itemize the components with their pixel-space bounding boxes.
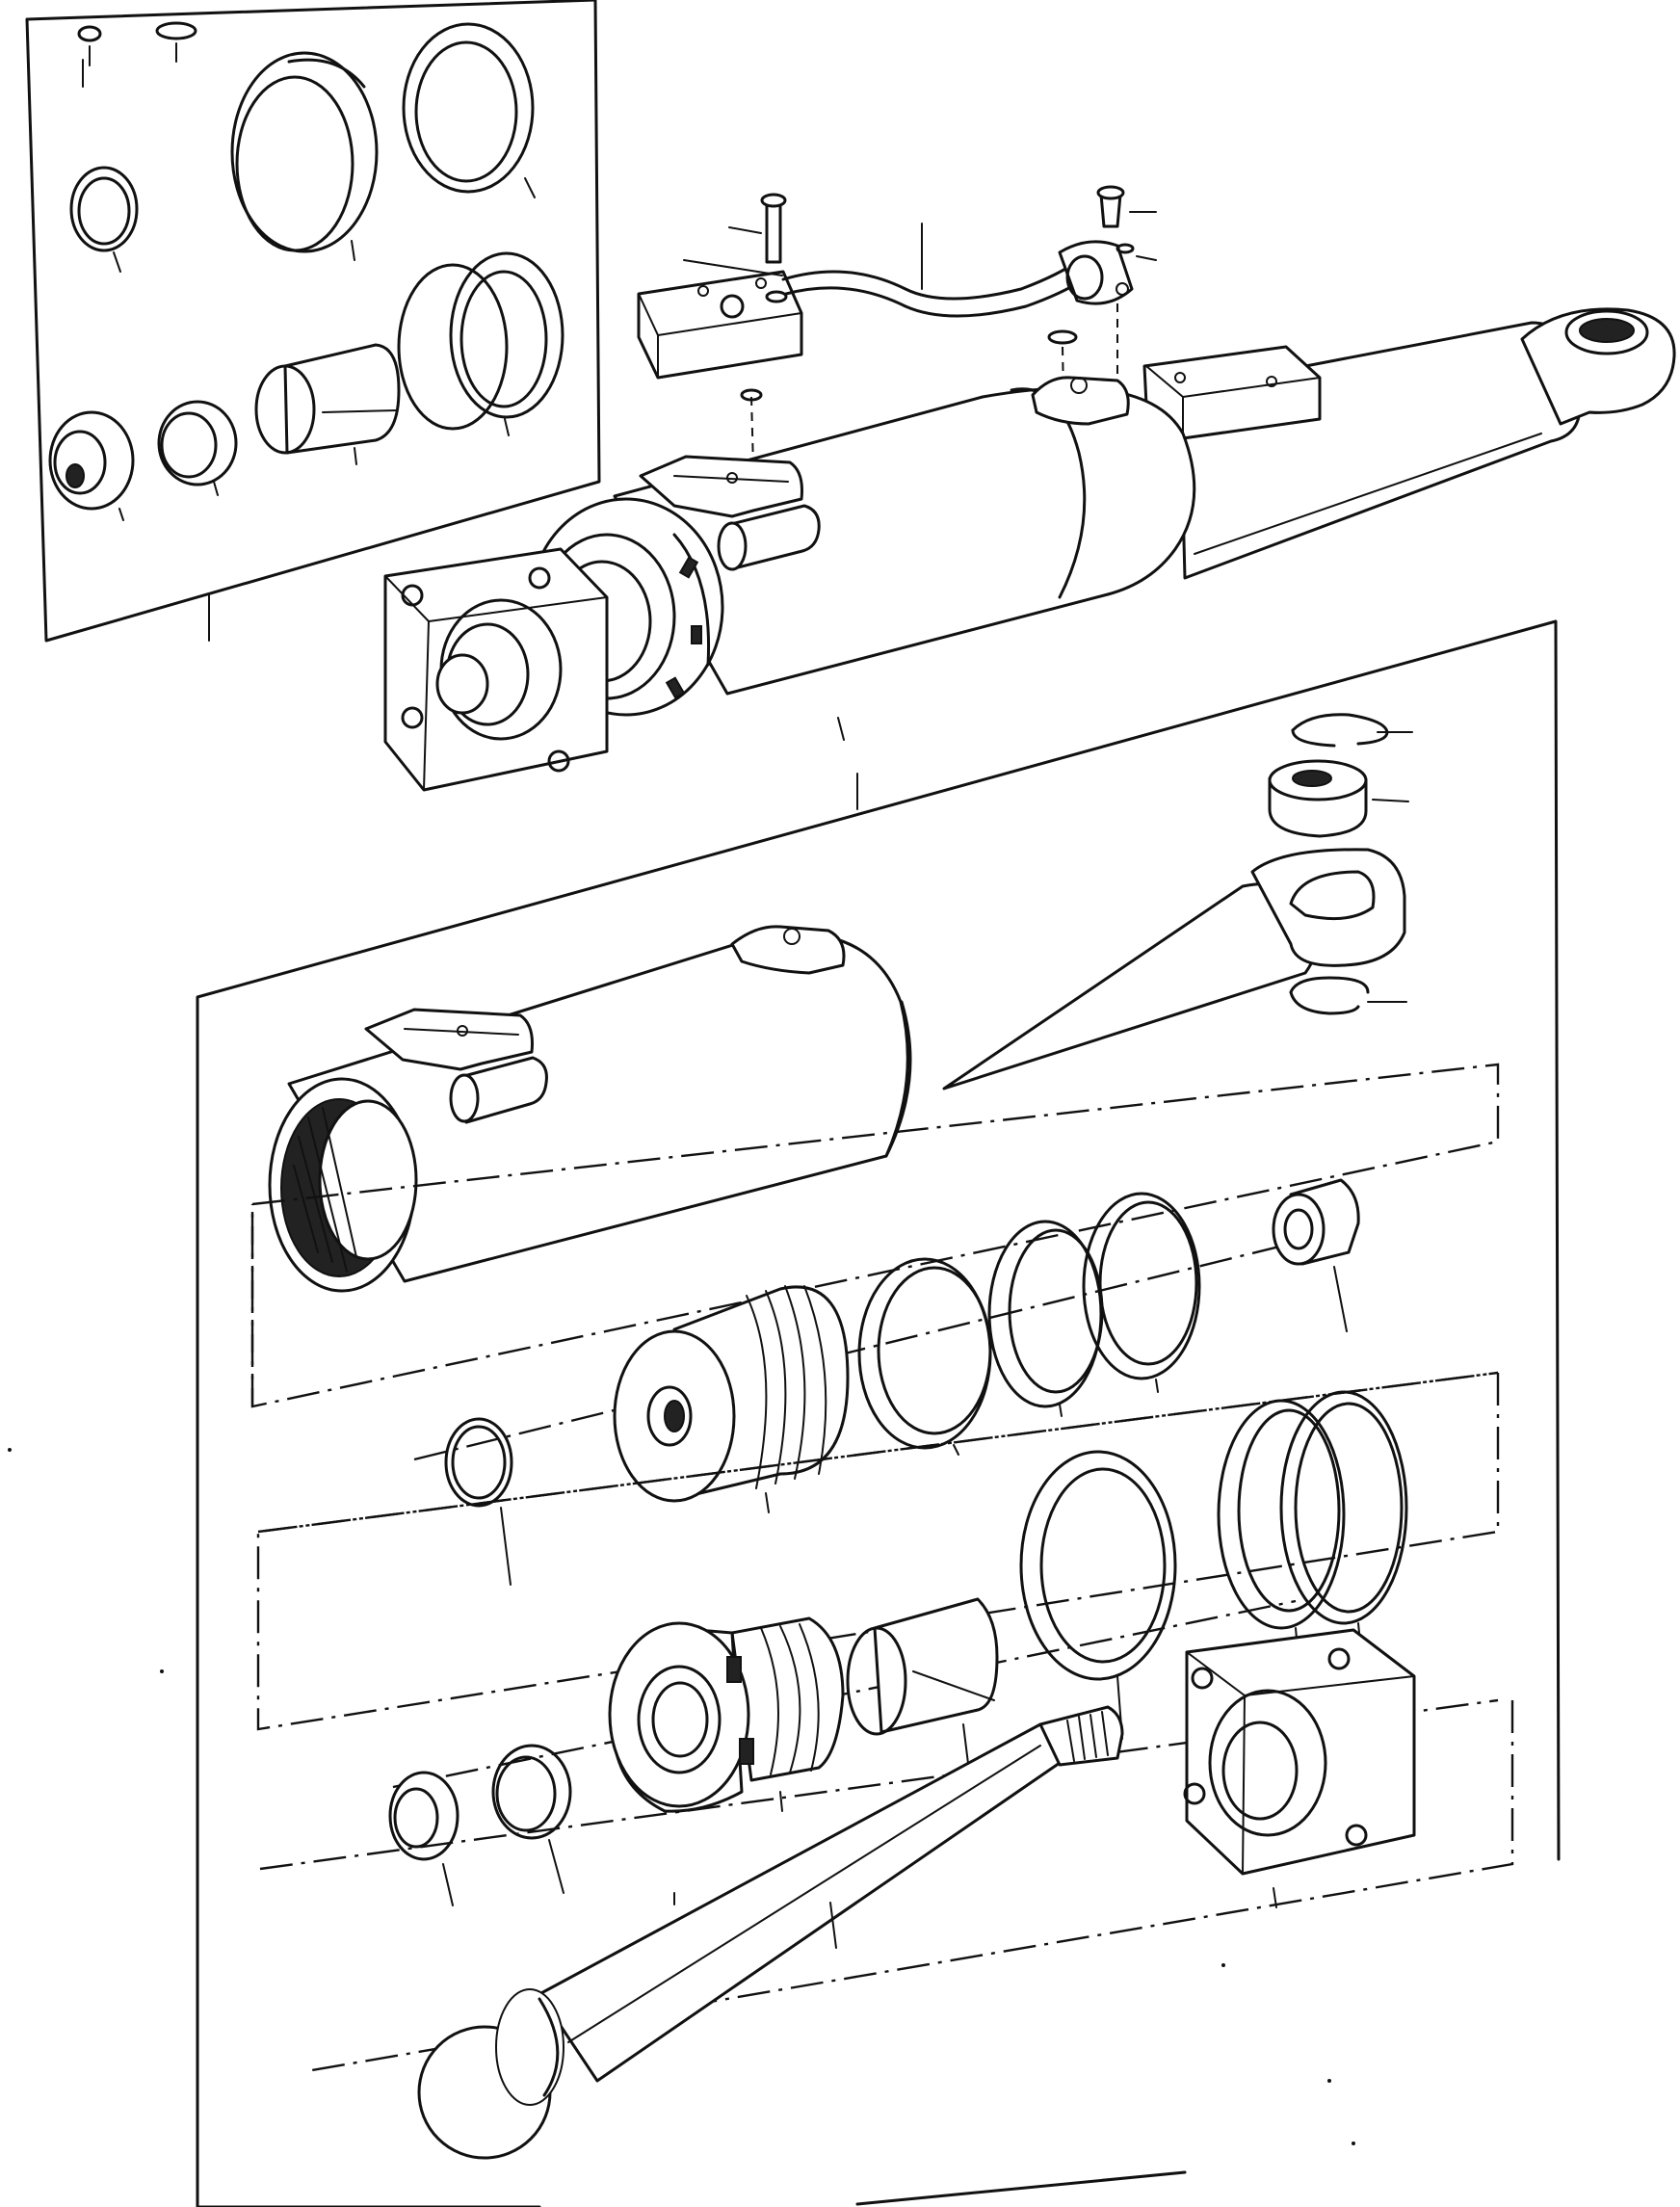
small-o-rings-pipe	[740, 243, 1157, 402]
pipe-clamp-right	[1058, 240, 1134, 305]
piston	[613, 1285, 850, 1513]
barrel-open-end	[268, 1077, 418, 1293]
pipe-block-left	[637, 270, 803, 380]
assembled-mounting-flange	[383, 547, 609, 792]
barrel-eye	[1250, 848, 1406, 967]
barrel-side-lug	[364, 1008, 548, 1124]
cylinder-assembly	[383, 307, 1676, 792]
small-o-ring-2	[155, 21, 197, 63]
cylinder-barrel	[268, 848, 1406, 1293]
piston-seal-rings	[857, 1192, 1201, 1456]
seal-kit-frame	[25, 0, 601, 643]
hydraulic-pipe-assembly	[637, 185, 1157, 468]
piston-nut	[1272, 1178, 1360, 1332]
hydraulic-pipe	[781, 258, 1081, 301]
head-axis	[392, 1599, 1297, 1789]
kit-ring-top-a	[230, 51, 379, 261]
piston-axis	[413, 1231, 1335, 1461]
rod-row	[259, 1628, 1514, 2160]
assembled-rod-eye	[1520, 307, 1676, 426]
piston-row	[250, 1063, 1500, 1586]
exploded-panel	[196, 619, 1561, 2207]
head-seal-rings	[1217, 1390, 1408, 1682]
eye-bearing	[1268, 759, 1409, 838]
kit-rod-seal	[157, 400, 238, 496]
mounting-flange	[1183, 1628, 1416, 1908]
assembled-barrel-lug	[1031, 376, 1130, 426]
wiper-ring	[388, 1771, 459, 1906]
scan-specks	[8, 1448, 1355, 2145]
small-o-ring-1	[77, 25, 102, 66]
exploded-frame	[196, 619, 1561, 2207]
o-ring-piston	[444, 1417, 513, 1586]
kit-guide-bush	[254, 343, 401, 465]
piston-rod	[417, 1705, 1124, 2160]
assembly-leader	[837, 717, 845, 741]
head-row-boundary	[256, 1371, 1500, 1731]
kit-ring-middle	[397, 251, 564, 436]
cylinder-head-row	[256, 1371, 1500, 1906]
guide-bush	[846, 1597, 999, 1788]
kit-ring-small-left	[69, 166, 139, 273]
assembled-top-bracket	[1142, 345, 1322, 440]
screw-left	[728, 193, 787, 264]
screw-right	[1096, 185, 1157, 228]
assembled-side-lug	[639, 455, 821, 571]
seal-kit-panel	[25, 0, 601, 643]
circlip-top	[1291, 713, 1413, 748]
circlip-bottom	[1289, 976, 1407, 1015]
cylinder-head	[608, 1616, 845, 1813]
kit-ring-top-b	[402, 22, 536, 198]
barrel-lug-top	[730, 925, 846, 975]
rod-seal	[491, 1744, 572, 1894]
kit-wiper-ring	[48, 410, 135, 521]
